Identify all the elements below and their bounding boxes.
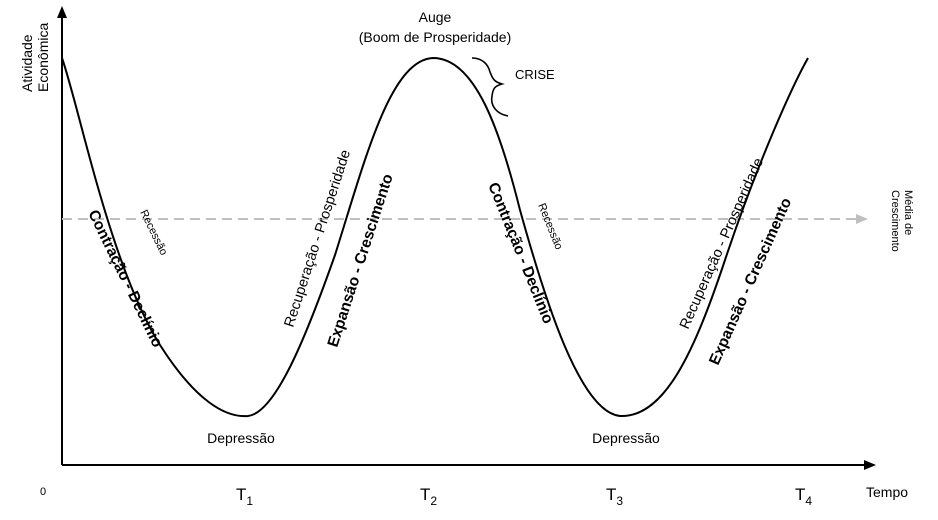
x-axis-label: Tempo: [866, 484, 908, 500]
average-growth-label: Média de Crescimento: [889, 190, 914, 252]
recession-label-1: Recessão: [137, 208, 169, 257]
svg-text:T3: T3: [606, 485, 623, 508]
y-axis-label: Atividade Econômica: [19, 23, 51, 92]
tick-t3-base: T: [606, 485, 616, 504]
tick-t1-base: T: [236, 485, 246, 504]
svg-text:T2: T2: [420, 485, 437, 508]
depression-label-2: Depressão: [592, 430, 660, 446]
tick-t1-sub: 1: [246, 494, 253, 508]
crisis-label: CRISE: [515, 67, 555, 82]
tick-t4: T4: [795, 485, 812, 508]
crisis-brace: [471, 57, 509, 117]
tick-t4-base: T: [795, 485, 805, 504]
tick-t3-sub: 3: [616, 494, 623, 508]
tick-t3: T3: [606, 485, 623, 508]
business-cycle-curve: [61, 56, 809, 418]
tick-t4-sub: 4: [805, 494, 812, 508]
svg-text:T4: T4: [795, 485, 812, 508]
peak-sublabel: (Boom de Prosperidade): [359, 29, 512, 45]
origin-label: 0: [40, 486, 46, 498]
tick-t2: T2: [420, 485, 437, 508]
recovery-label-2: Recuperação - Prosperidade: [677, 156, 767, 332]
tick-t2-base: T: [420, 485, 430, 504]
depression-label-1: Depressão: [207, 430, 275, 446]
expansion-label-2: Expansão - Crescimento: [706, 195, 795, 367]
recession-label-2: Recessão: [535, 202, 564, 252]
svg-text:T1: T1: [236, 485, 253, 508]
tick-t1: T1: [236, 485, 253, 508]
tick-t2-sub: 2: [430, 494, 437, 508]
peak-label: Auge: [419, 9, 452, 25]
